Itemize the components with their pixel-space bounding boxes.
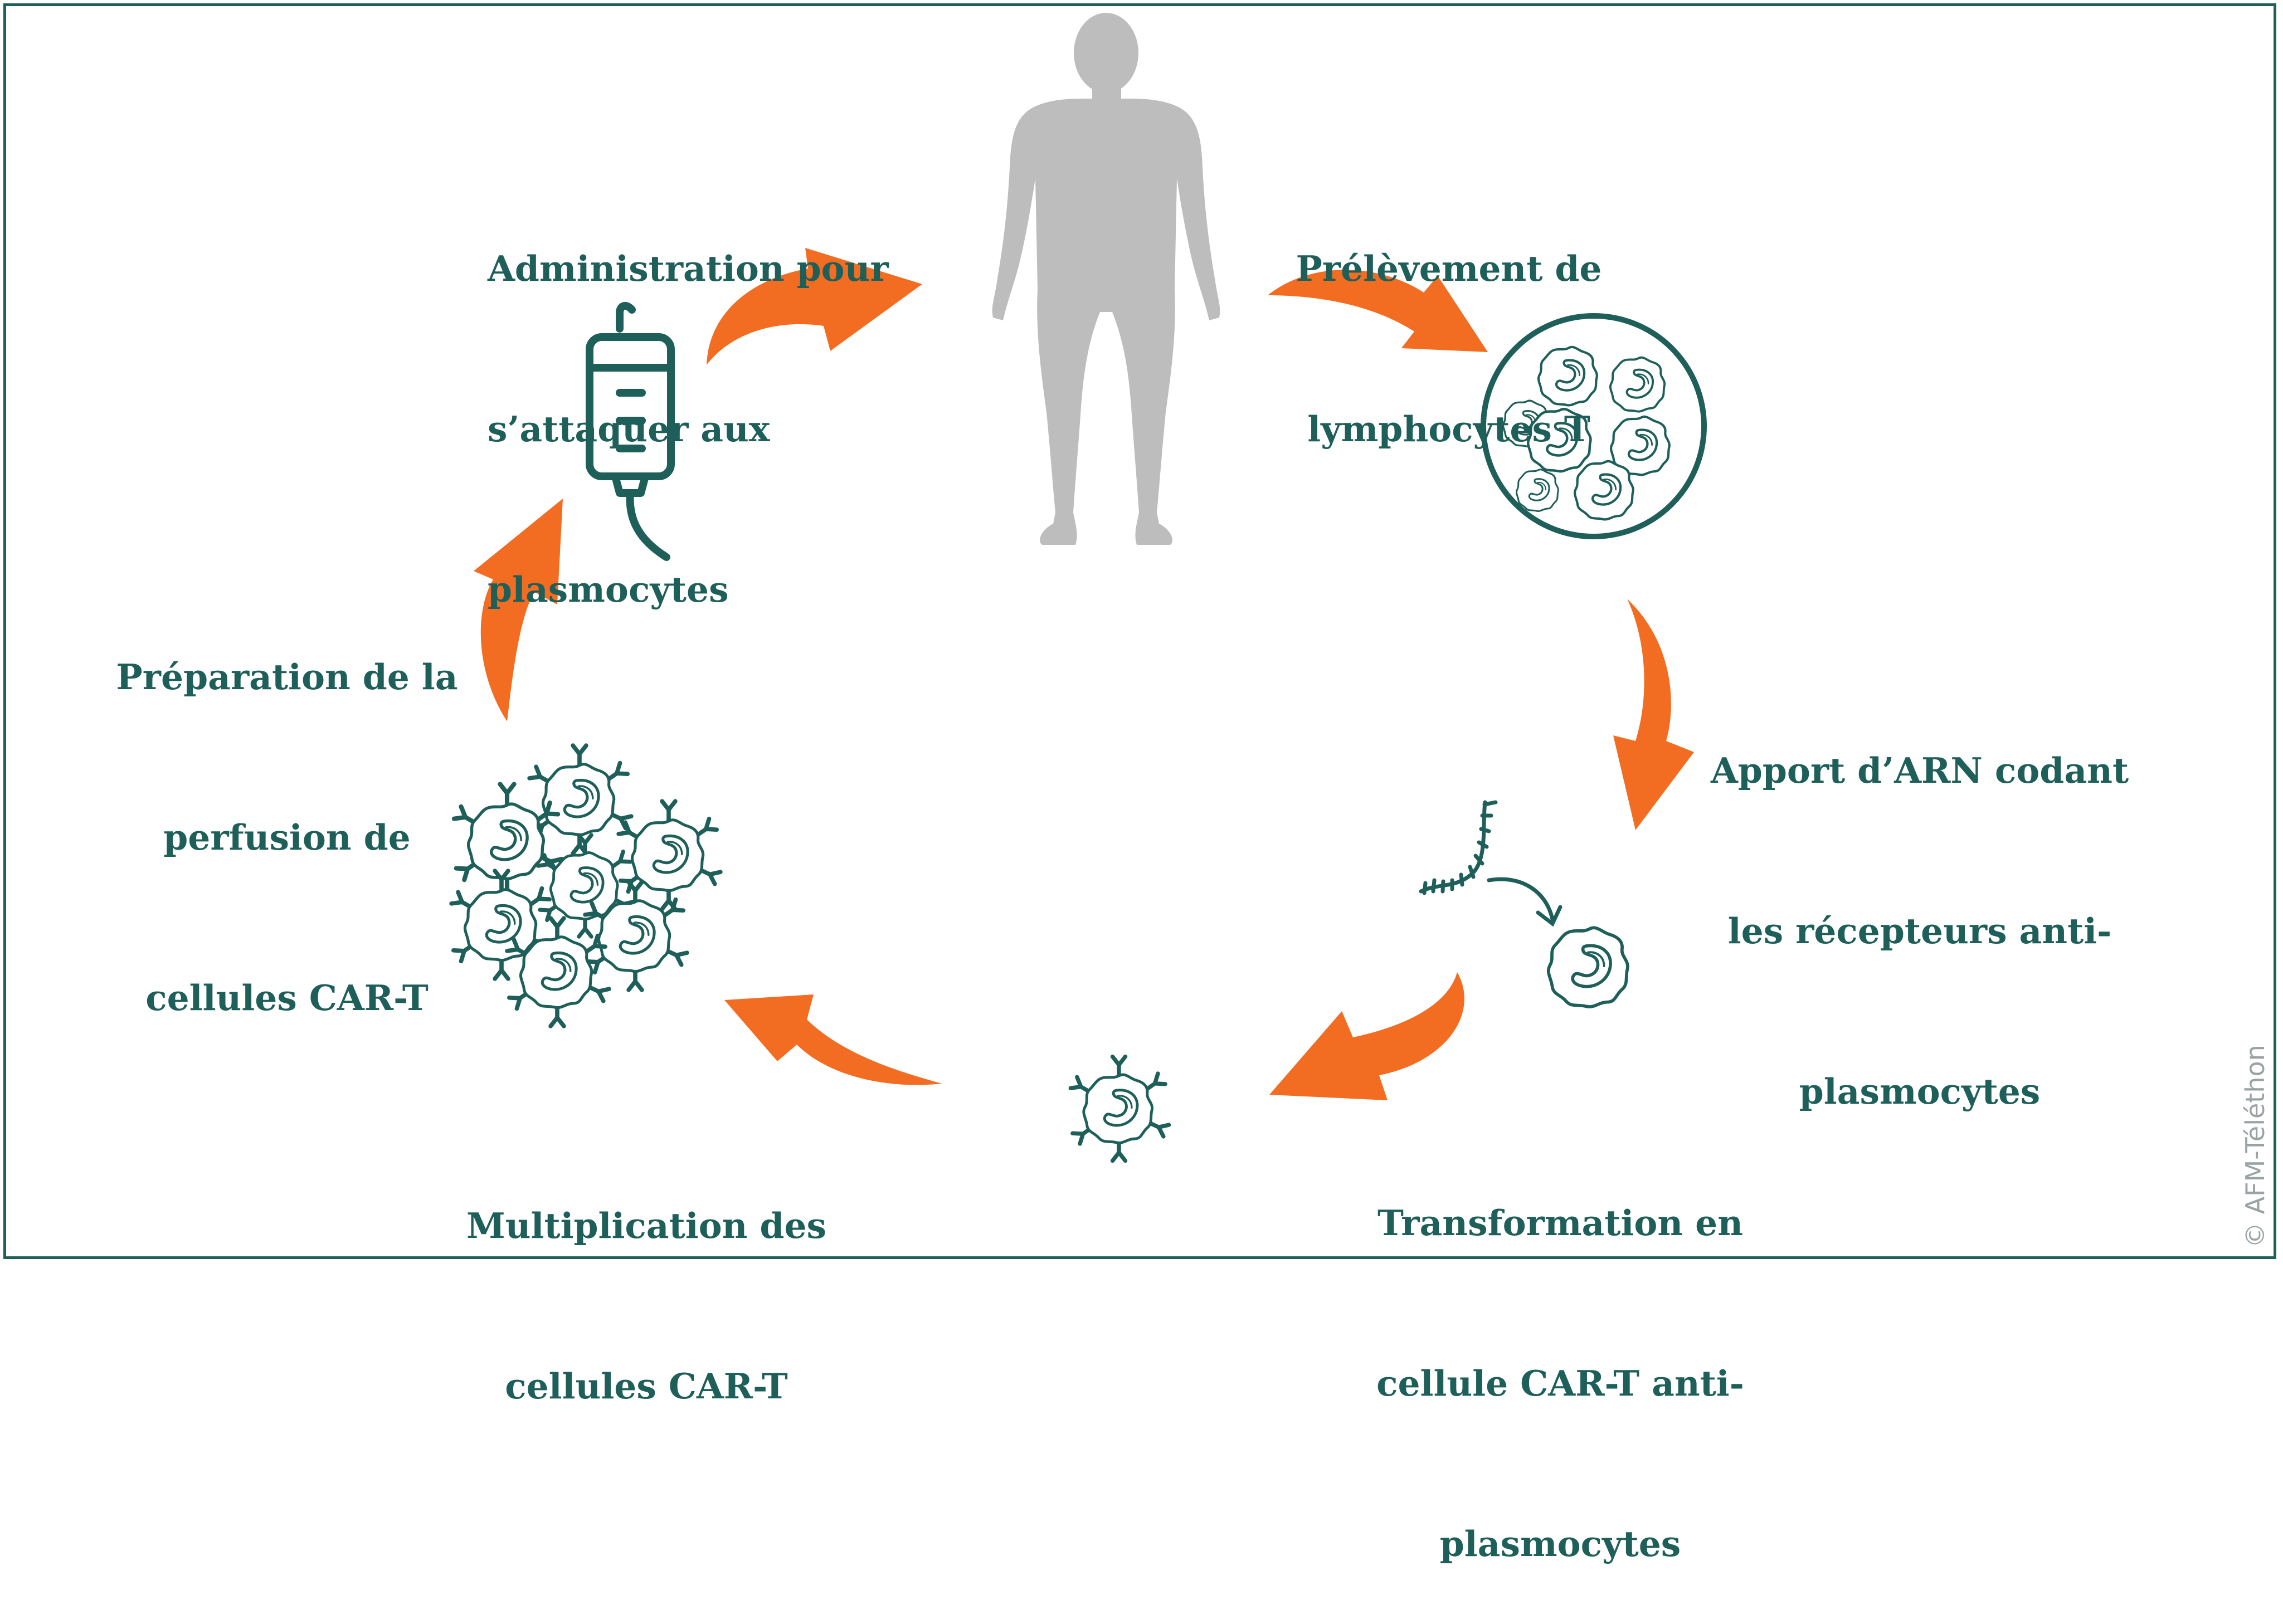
rna-strand-icon: [1419, 800, 1562, 927]
transformed-cell-icon: [1549, 928, 1628, 1007]
step-apport-label: Apport d’ARN codant les récepteurs anti-…: [1710, 750, 2129, 1112]
step-transformation-label: Transformation en cellule CAR-T anti- pl…: [1376, 1202, 1744, 1564]
car-t-cell-icon: [1070, 1057, 1169, 1161]
arrow-to-iv: [474, 499, 563, 721]
human-body-icon: [992, 13, 1220, 545]
iv-bag-icon: [586, 301, 675, 561]
arrow-to-car-t: [1269, 972, 1464, 1100]
step-administration-label: Administration pour s’attaquer aux plasm…: [488, 248, 889, 610]
step-prelevement-label: Prélèvement de lymphocytes T: [1296, 248, 1602, 450]
diagram-frame: [3, 3, 2276, 1259]
step-multiplication-label: Multiplication des cellules CAR-T: [466, 1205, 826, 1407]
arrow-to-culture: [1268, 270, 1488, 352]
diagram-canvas: [0, 13, 1707, 1266]
copyright-credit: © AFM-Téléthon: [2240, 1045, 2270, 1248]
t-cell-culture-icon: [1481, 313, 1707, 539]
arrow-to-body: [707, 248, 922, 365]
arrow-to-cluster: [724, 994, 942, 1085]
cycle-arrows: [474, 248, 1694, 1100]
arrow-to-rna: [1613, 599, 1694, 830]
step-preparation-label: Préparation de la perfusion de cellules …: [116, 656, 458, 1018]
car-t-cluster-icon: [451, 745, 721, 1026]
